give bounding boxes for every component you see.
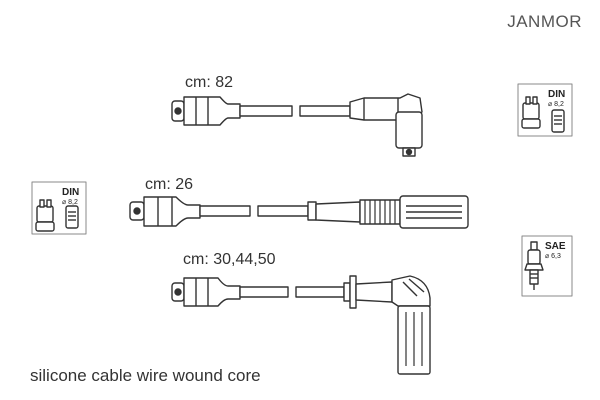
cable-2-length-label: cm: 26	[145, 176, 194, 193]
cable-3-wire	[239, 286, 345, 298]
cable-1-angled-boot	[349, 93, 423, 157]
badge-top-diameter: ⌀ 8,2	[548, 101, 564, 108]
cable-2-straight-boot	[129, 196, 201, 227]
cable-2-ribbed-boot	[307, 195, 469, 229]
cable-1-length-label: cm: 82	[185, 74, 234, 91]
badge-sae-diameter: ⌀ 6,3	[545, 253, 561, 260]
spark-plug-icon	[524, 241, 544, 290]
cable-3-ignition-lead	[171, 275, 431, 375]
cable-3-length-label: cm: 30,44,50	[183, 251, 276, 268]
cable-2-ignition-lead	[129, 195, 469, 229]
cable-3-angled-boot	[343, 275, 431, 375]
badge-left-diameter: ⌀ 8,2	[62, 199, 78, 206]
cable-1-straight-boot	[171, 96, 241, 126]
cable-description: silicone cable wire wound core	[30, 366, 261, 385]
cable-2-wire	[199, 205, 309, 217]
cable-1-wire	[239, 105, 351, 117]
cable-1-ignition-lead	[171, 93, 423, 157]
distributor-cap-icon	[521, 96, 565, 133]
badge-sae-standard: SAE	[545, 241, 566, 252]
brand-name: JANMOR	[507, 12, 582, 31]
badge-top-standard: DIN	[548, 89, 565, 100]
distributor-cap-icon	[35, 199, 79, 232]
cable-3-straight-boot	[171, 277, 241, 307]
badge-left-standard: DIN	[62, 187, 79, 198]
